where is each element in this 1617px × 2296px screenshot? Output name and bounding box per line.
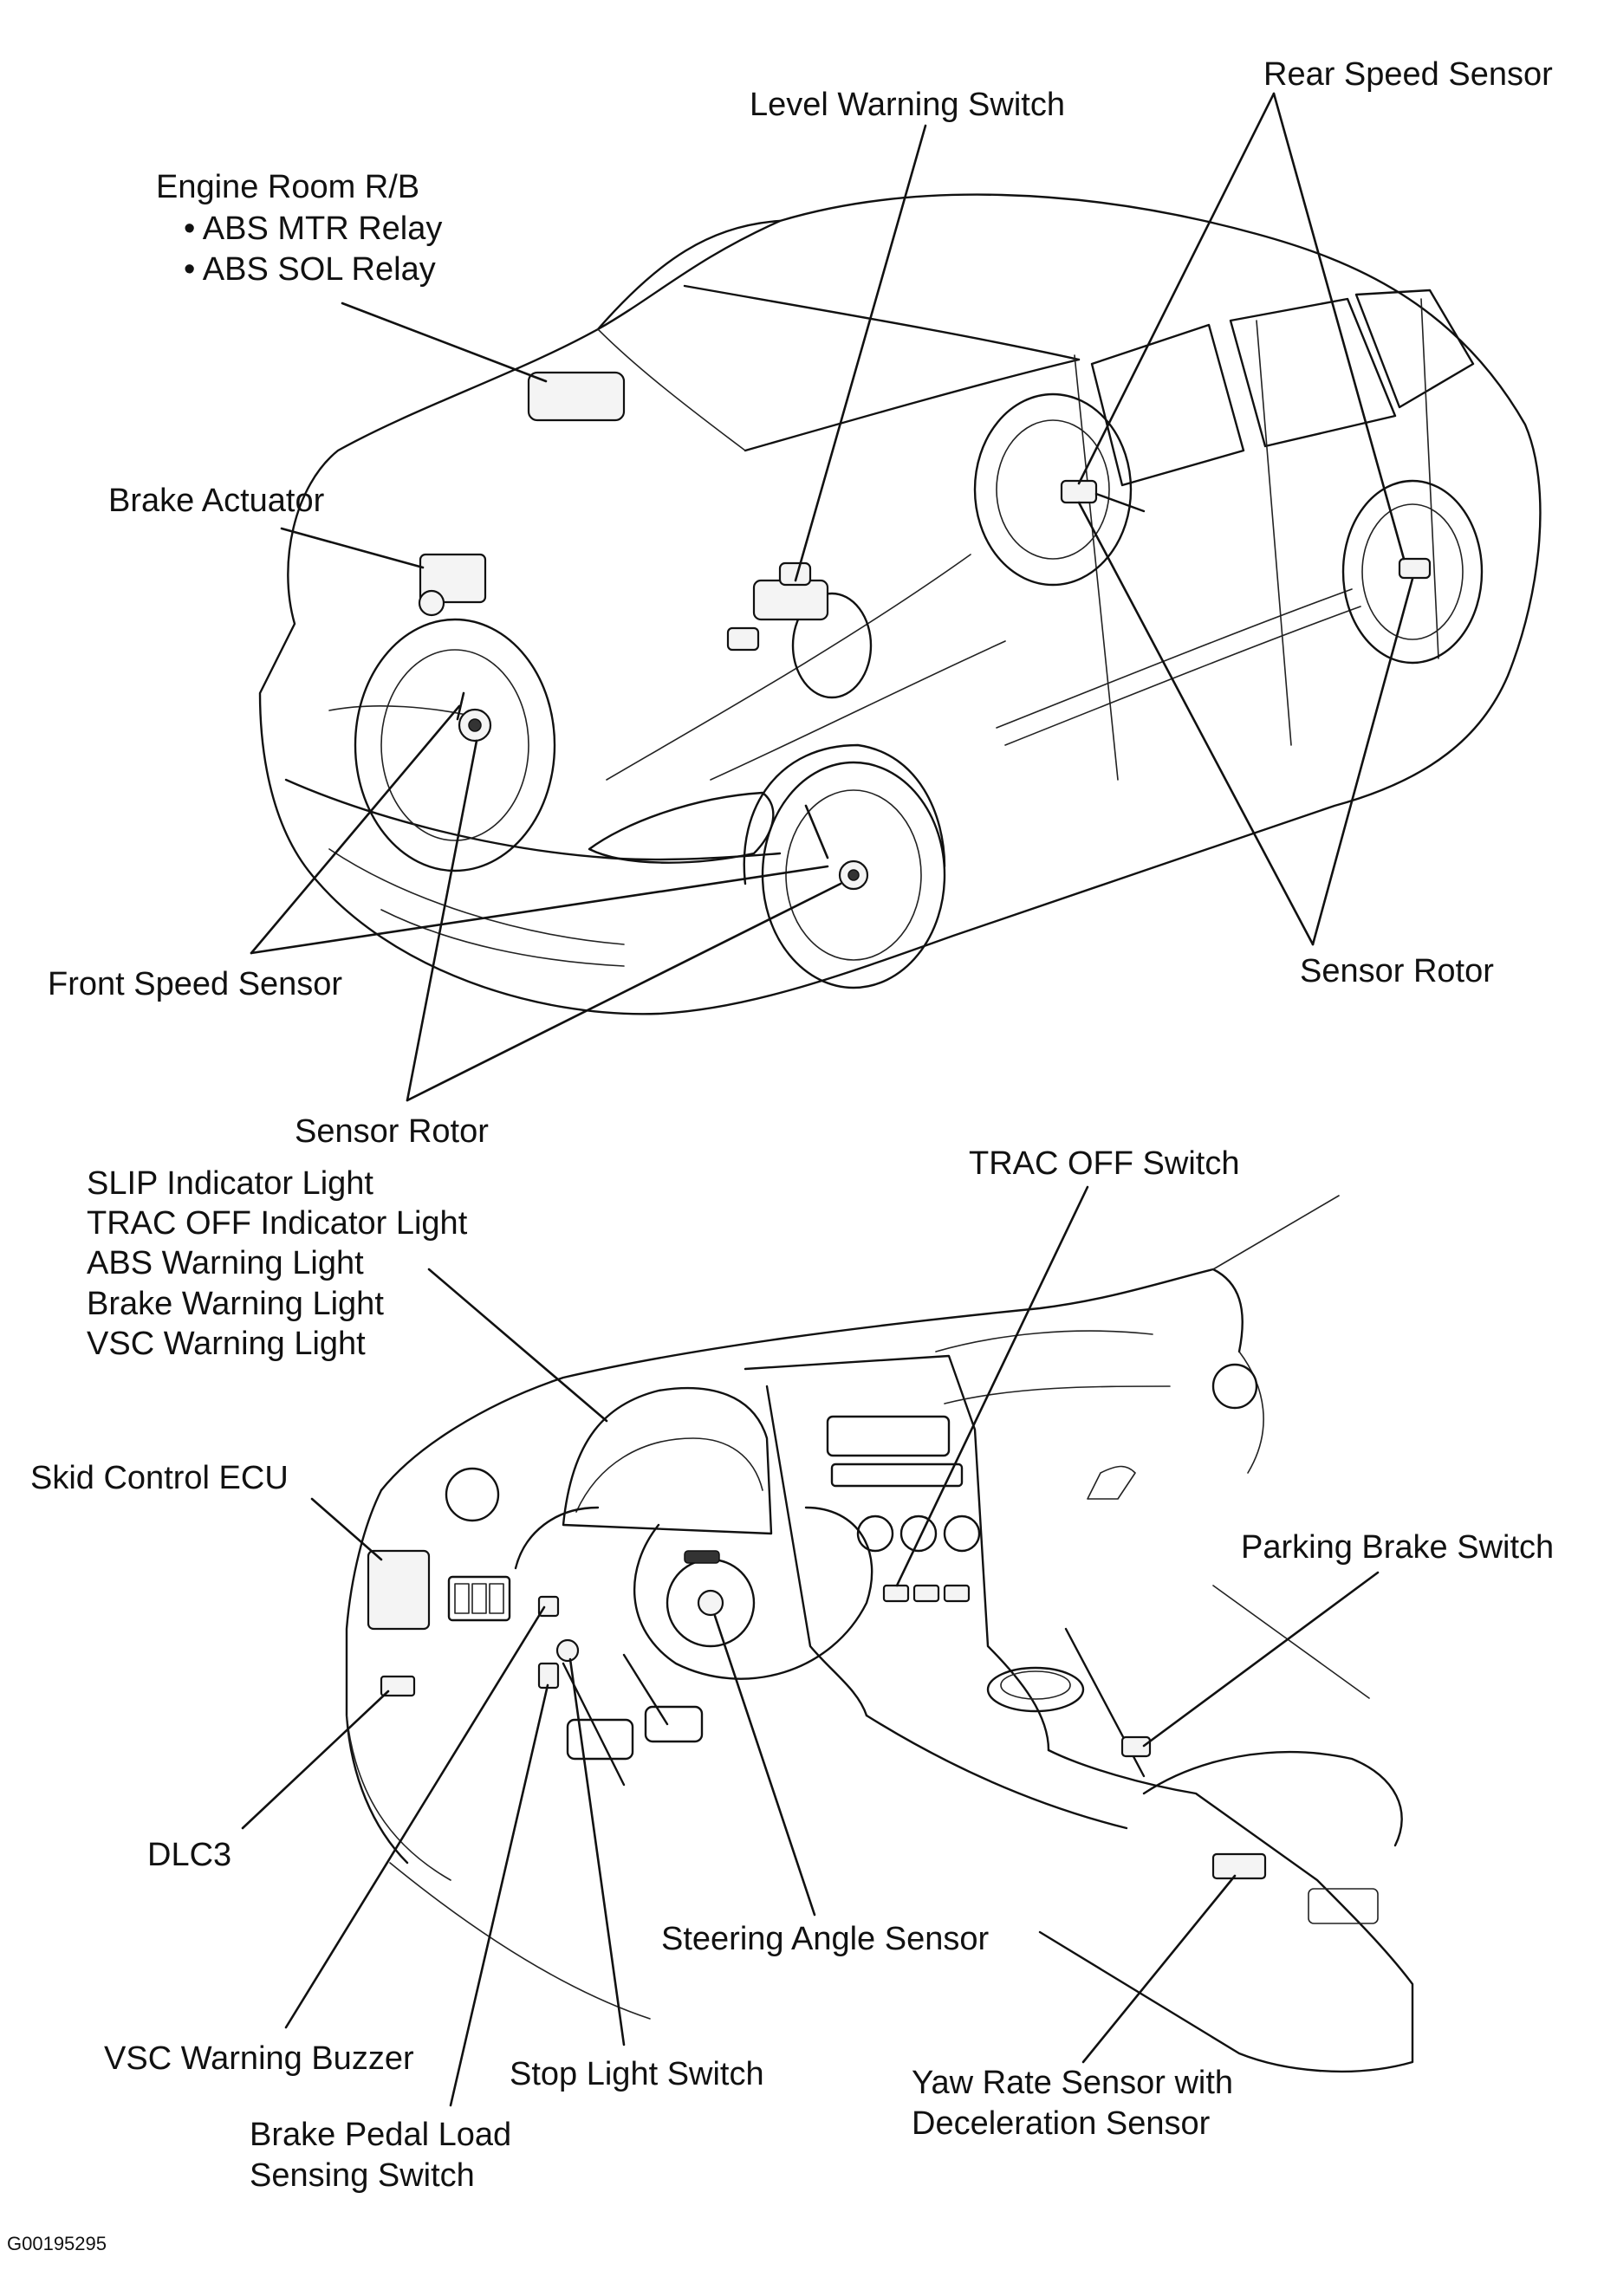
label-rear-speed-sensor: Rear Speed Sensor (1263, 56, 1553, 93)
label-vsc-warning-buzzer: VSC Warning Buzzer (104, 2040, 414, 2077)
parking-brake-switch (1120, 1735, 1152, 1758)
label-brake-warning: Brake Warning Light (87, 1286, 384, 1322)
stop-light-switch (555, 1638, 580, 1663)
label-brake-actuator: Brake Actuator (108, 483, 325, 519)
vsc-warning-buzzer (537, 1595, 560, 1618)
label-steering-angle-sensor: Steering Angle Sensor (661, 1921, 989, 1957)
label-stop-light-switch: Stop Light Switch (510, 2056, 764, 2092)
label-brake-pedal-line1: Brake Pedal Load (250, 2117, 511, 2153)
label-brake-pedal-line2: Sensing Switch (250, 2157, 475, 2194)
dlc3-connector (380, 1675, 416, 1697)
rear-speed-sensor-right (1398, 557, 1432, 580)
label-abs-mtr-relay: • ABS MTR Relay (184, 211, 442, 247)
instrument-cluster (562, 1386, 773, 1535)
label-sensor-rotor-front: Sensor Rotor (295, 1113, 489, 1150)
label-yaw-rate-line1: Yaw Rate Sensor with (912, 2065, 1233, 2101)
figure-code: G00195295 (7, 2233, 107, 2254)
label-vsc-warning: VSC Warning Light (87, 1326, 366, 1362)
brake-actuator (419, 553, 487, 604)
label-engine-room-rb: Engine Room R/B (156, 169, 419, 205)
label-front-speed-sensor: Front Speed Sensor (48, 966, 342, 1002)
dashboard-illustration (345, 1195, 1414, 2073)
label-yaw-rate-line2: Deceleration Sensor (912, 2105, 1211, 2142)
label-level-warning-switch: Level Warning Switch (750, 87, 1065, 123)
label-trac-off-indicator: TRAC OFF Indicator Light (87, 1205, 468, 1242)
engine-room-relay-box (527, 371, 626, 422)
brake-pedal-load-switch (537, 1662, 560, 1690)
label-skid-control-ecu: Skid Control ECU (30, 1460, 289, 1496)
steering-angle-sensor (697, 1589, 724, 1617)
label-sensor-rotor-rear: Sensor Rotor (1300, 953, 1494, 989)
skid-control-ecu (367, 1549, 431, 1631)
car-illustration (258, 193, 1542, 1015)
label-slip-indicator: SLIP Indicator Light (87, 1165, 373, 1202)
label-abs-sol-relay: • ABS SOL Relay (184, 251, 436, 288)
label-dlc3: DLC3 (147, 1837, 231, 1873)
trac-off-switch (882, 1584, 910, 1603)
label-abs-warning: ABS Warning Light (87, 1245, 364, 1281)
yaw-rate-sensor (1211, 1852, 1267, 1880)
label-trac-off-switch: TRAC OFF Switch (969, 1145, 1239, 1182)
master-cylinder (752, 579, 829, 621)
label-parking-brake-switch: Parking Brake Switch (1241, 1529, 1554, 1566)
